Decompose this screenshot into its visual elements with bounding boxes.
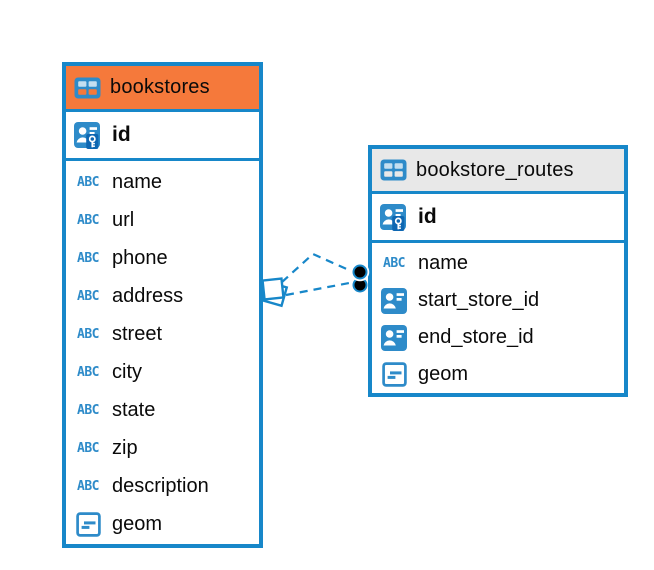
relationship-line-lower[interactable] bbox=[285, 281, 350, 297]
column-name: url bbox=[112, 208, 135, 231]
table-icon bbox=[380, 159, 407, 181]
text-type-icon: ABC bbox=[77, 364, 99, 380]
text-type-icon: ABC bbox=[77, 326, 99, 342]
column-row-start-store-id[interactable]: start_store_id bbox=[378, 282, 618, 319]
column-row-name[interactable]: ABC name bbox=[72, 163, 253, 201]
column-name: street bbox=[112, 322, 163, 345]
text-type-icon: ABC bbox=[383, 256, 405, 271]
column-row-address[interactable]: ABC address bbox=[72, 277, 253, 315]
text-type-icon: ABC bbox=[77, 174, 99, 190]
text-type-icon: ABC bbox=[77, 288, 99, 304]
column-name: city bbox=[112, 360, 142, 383]
column-row-zip[interactable]: ABC zip bbox=[72, 429, 253, 467]
geometry-type-icon bbox=[378, 362, 410, 387]
geometry-type-icon bbox=[72, 511, 104, 537]
primary-key-icon bbox=[72, 120, 104, 150]
table-bookstore-routes-header[interactable]: bookstore_routes bbox=[372, 149, 624, 194]
column-name: geom bbox=[112, 512, 163, 535]
column-row-geom[interactable]: geom bbox=[72, 505, 253, 543]
column-row-phone[interactable]: ABC phone bbox=[72, 239, 253, 277]
foreign-key-icon bbox=[378, 287, 410, 315]
relationship-square-connector[interactable] bbox=[261, 277, 289, 308]
column-name: start_store_id bbox=[418, 289, 540, 311]
column-row-geom[interactable]: geom bbox=[378, 356, 618, 393]
column-row-state[interactable]: ABC state bbox=[72, 391, 253, 429]
column-name: geom bbox=[418, 363, 469, 385]
column-row-city[interactable]: ABC city bbox=[72, 353, 253, 391]
pk-column-name: id bbox=[418, 205, 437, 228]
bookstore-routes-columns: ABC name start_store_id bbox=[372, 243, 624, 393]
primary-key-icon bbox=[378, 202, 410, 232]
column-name: phone bbox=[112, 246, 168, 269]
column-name: state bbox=[112, 398, 156, 421]
table-bookstore-routes[interactable]: bookstore_routes id bbox=[368, 145, 628, 397]
text-type-icon: ABC bbox=[77, 440, 99, 456]
column-name: description bbox=[112, 474, 209, 497]
text-type-icon: ABC bbox=[77, 212, 99, 228]
bookstores-pk-row[interactable]: id bbox=[66, 112, 259, 161]
column-name: end_store_id bbox=[418, 326, 534, 348]
bookstores-columns: ABC name ABC url ABC phone ABC address A… bbox=[66, 161, 259, 544]
column-row-name[interactable]: ABC name bbox=[378, 245, 618, 282]
pk-column-name: id bbox=[112, 123, 131, 146]
column-name: address bbox=[112, 284, 184, 307]
table-title: bookstore_routes bbox=[416, 158, 574, 181]
column-row-street[interactable]: ABC street bbox=[72, 315, 253, 353]
text-type-icon: ABC bbox=[77, 250, 99, 266]
column-row-url[interactable]: ABC url bbox=[72, 201, 253, 239]
table-bookstores[interactable]: bookstores id A bbox=[62, 62, 263, 548]
table-bookstores-header[interactable]: bookstores bbox=[66, 66, 259, 112]
relationship-dot-endpoints[interactable] bbox=[350, 262, 370, 293]
table-icon bbox=[74, 77, 101, 98]
text-type-icon: ABC bbox=[77, 402, 99, 418]
column-name: name bbox=[112, 170, 163, 193]
bookstore-routes-pk-row[interactable]: id bbox=[372, 194, 624, 243]
table-title: bookstores bbox=[110, 76, 210, 98]
text-type-icon: ABC bbox=[77, 478, 99, 494]
column-name: name bbox=[418, 252, 469, 274]
column-row-description[interactable]: ABC description bbox=[72, 467, 253, 505]
relationship-line-upper[interactable] bbox=[281, 252, 352, 283]
foreign-key-icon bbox=[378, 324, 410, 352]
column-row-end-store-id[interactable]: end_store_id bbox=[378, 319, 618, 356]
column-name: zip bbox=[112, 436, 138, 459]
